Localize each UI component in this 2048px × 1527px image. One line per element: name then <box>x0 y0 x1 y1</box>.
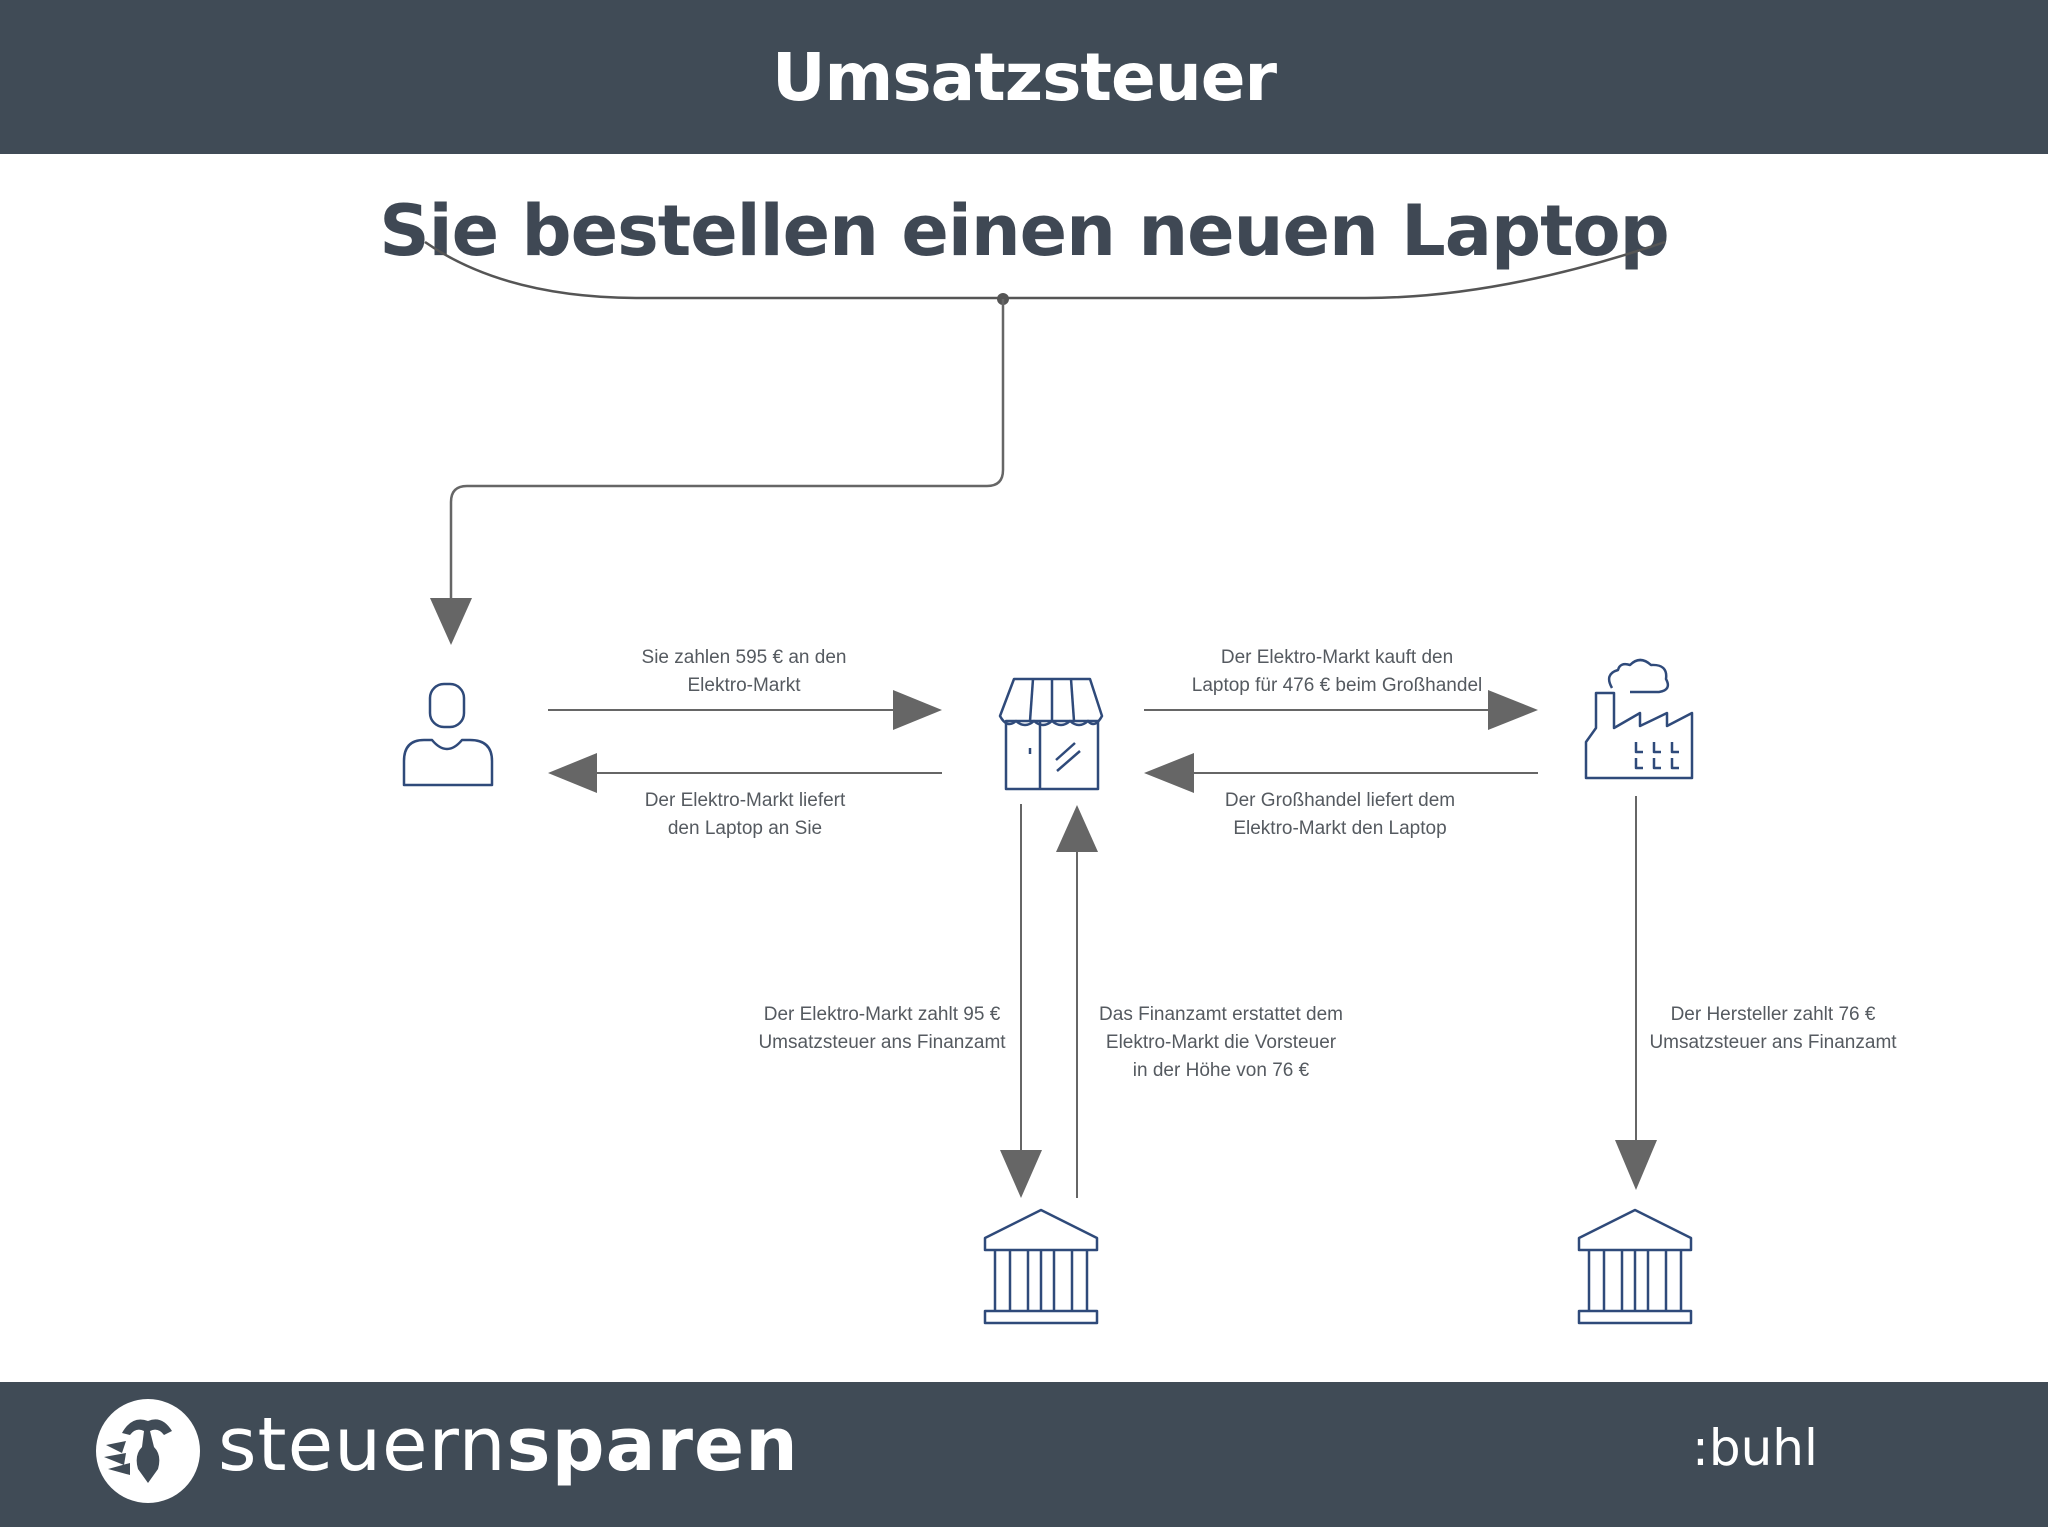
footer-bar <box>0 1382 2048 1527</box>
arrowhead <box>1056 805 1098 852</box>
label-line: Der Großhandel liefert dem <box>1224 790 1456 811</box>
arrowhead-to-customer <box>430 598 472 645</box>
label-line: Laptop für 476 € beim Großhandel <box>1191 675 1483 696</box>
eagle-logo-icon <box>96 1399 200 1503</box>
arrowhead <box>1000 1150 1042 1198</box>
connector-to-customer <box>449 299 1005 600</box>
label-manufacturer-pays-tax: Der Hersteller zahlt 76 € Umsatzsteuer a… <box>1649 1001 1896 1057</box>
arrowhead <box>1615 1140 1657 1190</box>
label-line: Sie zahlen 595 € an den <box>641 647 847 668</box>
bank-building-icon <box>983 1208 1099 1325</box>
factory-icon <box>1584 658 1694 780</box>
header-bar: Umsatzsteuer <box>0 0 2048 154</box>
label-store-buys: Der Elektro-Markt kauft den Laptop für 4… <box>1192 644 1482 700</box>
label-line: Der Elektro-Markt zahlt 95 € <box>763 1004 1001 1025</box>
label-line: Elektro-Markt den Laptop <box>1233 818 1447 839</box>
label-line: Der Elektro-Markt liefert <box>644 790 846 811</box>
arrowhead <box>1488 690 1538 730</box>
page-title: Umsatzsteuer <box>771 38 1277 116</box>
brand-wordmark: steuernsparen <box>218 1400 799 1490</box>
bank-building-icon <box>1577 1208 1693 1325</box>
label-line: Das Finanzamt erstattet dem <box>1099 1004 1343 1025</box>
label-line: den Laptop an Sie <box>667 818 823 839</box>
label-line: Der Hersteller zahlt 76 € <box>1670 1004 1876 1025</box>
label-line: Umsatzsteuer ans Finanzamt <box>758 1032 1006 1053</box>
label-line: Elektro-Markt die Vorsteuer <box>1105 1032 1337 1053</box>
label-line: in der Höhe von 76 € <box>1132 1060 1310 1081</box>
label-store-delivers: Der Elektro-Markt liefert den Laptop an … <box>645 787 846 843</box>
shop-icon <box>998 677 1104 791</box>
label-store-pays-tax: Der Elektro-Markt zahlt 95 € Umsatzsteue… <box>758 1001 1005 1057</box>
label-line: Umsatzsteuer ans Finanzamt <box>1649 1032 1897 1053</box>
arrowhead <box>548 753 597 793</box>
person-icon <box>402 682 494 787</box>
label-refund: Das Finanzamt erstattet dem Elektro-Mark… <box>1099 1001 1343 1085</box>
arrowhead <box>893 690 942 730</box>
partner-logo: :buhl <box>1692 1419 1818 1477</box>
label-line: Elektro-Markt <box>687 675 801 696</box>
brand-bold: sparen <box>506 1402 799 1488</box>
label-customer-pays: Sie zahlen 595 € an den Elektro-Markt <box>642 644 847 700</box>
arrowhead <box>1144 753 1194 793</box>
label-line: Der Elektro-Markt kauft den <box>1220 647 1454 668</box>
label-wholesale-delivers: Der Großhandel liefert dem Elektro-Markt… <box>1225 787 1455 843</box>
brand-light: steuern <box>218 1402 507 1488</box>
subtitle-brace <box>424 240 1666 300</box>
diagram-subtitle: Sie bestellen einen neuen Laptop <box>379 190 1670 272</box>
